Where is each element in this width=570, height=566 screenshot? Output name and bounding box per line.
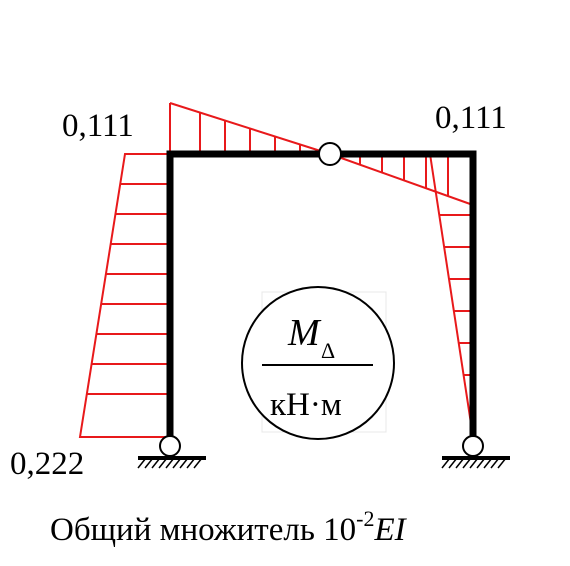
ground-hatch	[448, 457, 458, 469]
legend-numerator: M	[287, 312, 322, 354]
footer-exponent: -2	[356, 506, 374, 531]
label-top-right: 0,111	[435, 100, 507, 136]
ground-hatch	[179, 457, 189, 469]
ground-hatch	[165, 457, 175, 469]
left-support	[137, 435, 206, 469]
moment-diagram	[78, 102, 474, 438]
legend: M Δ кН·м	[241, 286, 395, 440]
ground-hatch	[462, 457, 472, 469]
ground-hatch	[172, 457, 182, 469]
ground-hatch	[476, 457, 486, 469]
right-column-moment	[429, 153, 474, 438]
legend-subscript: Δ	[321, 338, 335, 363]
ground-hatch	[193, 457, 203, 469]
ground-hatch	[151, 457, 161, 469]
label-top-left: 0,111	[62, 108, 134, 144]
ground-hatch	[441, 457, 451, 469]
ground-hatch	[497, 457, 507, 469]
label-bottom-left: 0,222	[10, 446, 84, 482]
beam-hinge	[318, 142, 342, 166]
footer-suffix: EI	[373, 512, 407, 548]
ground-hatch	[483, 457, 493, 469]
beam-right-moment	[329, 153, 474, 206]
ground-hatch	[137, 457, 147, 469]
right-support	[441, 435, 510, 469]
ground-hatch	[144, 457, 154, 469]
legend-circle	[241, 286, 395, 440]
diagram-hatching	[86, 112, 473, 395]
footer-text: Общий множитель 10	[50, 512, 356, 548]
ground-hatch	[455, 457, 465, 469]
ground-hatch	[469, 457, 479, 469]
footer-multiplier: Общий множитель 10-2EI	[50, 506, 408, 548]
ground-hatch	[158, 457, 168, 469]
ground-hatch	[186, 457, 196, 469]
legend-denominator: кН·м	[270, 387, 342, 423]
ground-hatch	[490, 457, 500, 469]
